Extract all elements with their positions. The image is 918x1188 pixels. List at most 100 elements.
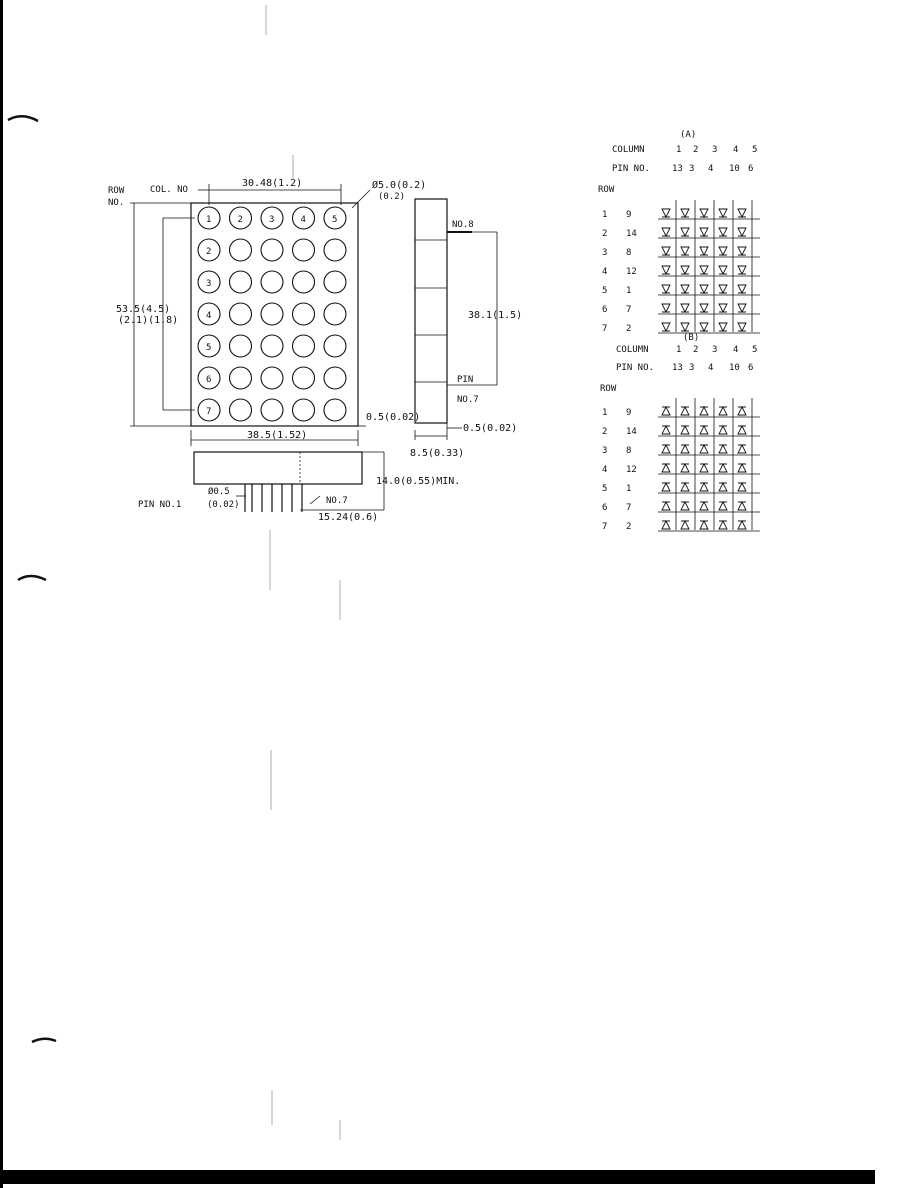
led-diode-symbol [718,405,728,416]
led-diode-symbol [718,284,728,295]
led-diode-symbol [680,500,690,511]
pin-no7-label: NO.7 [326,496,348,506]
led-diode-symbol [737,265,747,276]
led-diode-symbol [699,405,709,416]
pin-diameter: Ø0.5 [208,486,230,497]
row-number: 2 [602,229,607,239]
led-dot [197,206,221,230]
led-dot [197,270,221,294]
led-dot [323,206,347,230]
schematic-b-row-label: ROW [600,384,617,394]
row-pin: 12 [626,267,637,277]
led-diode-symbol [699,322,709,333]
row-number: 5 [602,484,607,494]
bottom-view: PIN NO.1 Ø0.5 (0.02) NO.7 14.0(0.55)MIN.… [138,451,460,523]
led-dot [197,302,221,326]
led-dot [260,238,284,262]
led-dot [291,238,316,262]
row-pin: 14 [626,229,637,239]
led-diode-symbol [699,303,709,314]
led-diode-symbol [661,500,671,511]
led-diode-symbol [661,246,671,257]
led-dot [260,334,284,358]
column-number: 2 [693,145,698,155]
scan-noise [265,5,341,1140]
row-number: 4 [206,311,211,321]
led-diode-symbol [737,284,747,295]
led-dot [260,366,284,390]
column-number: 4 [733,145,738,155]
column-number: 1 [206,215,211,225]
led-diode-symbol [680,443,690,454]
column-pin: 13 [672,164,683,174]
height-dimension: 53.5(4.5) [116,304,170,315]
column-pin: 13 [672,363,683,373]
led-diode-symbol [661,424,671,435]
led-diode-symbol [737,303,747,314]
row-pin: 2 [626,324,631,334]
led-diode-symbol [661,405,671,416]
page-footer-bar [0,1170,875,1184]
led-diode-symbol [737,246,747,257]
led-dot [228,366,253,390]
led-dot [291,302,316,326]
led-dot [260,302,284,326]
pin-length-dimension: 14.0(0.55)MIN. [376,476,460,487]
column-pin: 3 [689,164,694,174]
led-diode-symbol [737,443,747,454]
led-diode-symbol [718,322,728,333]
scan-mark [31,1037,57,1044]
row-number: 2 [602,427,607,437]
led-dot [323,398,347,422]
row-pin: 12 [626,465,637,475]
led-dot [228,270,253,294]
led-diode-symbol [680,405,690,416]
led-diode-symbol [737,462,747,473]
led-dot [197,366,221,390]
pin-diameter-2: (0.02) [207,500,240,510]
led-diode-symbol [680,481,690,492]
led-diode-symbol [699,443,709,454]
led-diode-symbol [699,519,709,530]
led-diode-symbol [661,284,671,295]
row-no-label-2: NO. [108,198,124,208]
column-number: 5 [332,215,337,225]
column-number: 1 [676,145,681,155]
row-number: 3 [206,279,211,289]
pin-pitch-dimension: 15.24(0.6) [318,512,378,523]
led-dot [291,270,316,294]
row-pin: 9 [626,210,631,220]
column-number: 1 [676,345,681,355]
led-dot [323,238,347,262]
led-diode-symbol [699,424,709,435]
led-diode-symbol [737,424,747,435]
schematic-a-row-label: ROW [598,185,615,195]
column-number: 3 [712,145,717,155]
led-diode-symbol [718,500,728,511]
side-pin-no8: NO.8 [452,220,474,230]
led-dot [291,398,316,422]
led-diode-symbol [737,227,747,238]
row-pin: 7 [626,503,631,513]
column-number: 4 [733,345,738,355]
column-number: 2 [238,215,243,225]
row-number: 2 [206,247,211,257]
led-dot [228,238,253,262]
led-diode-symbol [661,303,671,314]
led-diode-symbol [718,303,728,314]
led-dot [228,302,253,326]
led-diode-symbol [718,424,728,435]
led-dot [197,334,221,358]
pin-no1-label: PIN NO.1 [138,500,181,510]
led-diode-symbol [699,265,709,276]
led-diode-symbol [718,208,728,219]
row-number: 4 [602,267,607,277]
row-no-label: ROW [108,186,125,196]
row-number: 1 [602,210,607,220]
led-diode-symbol [699,500,709,511]
row-pin: 7 [626,305,631,315]
led-diode-symbol [680,424,690,435]
row-number: 3 [602,248,607,258]
led-diode-symbol [680,462,690,473]
